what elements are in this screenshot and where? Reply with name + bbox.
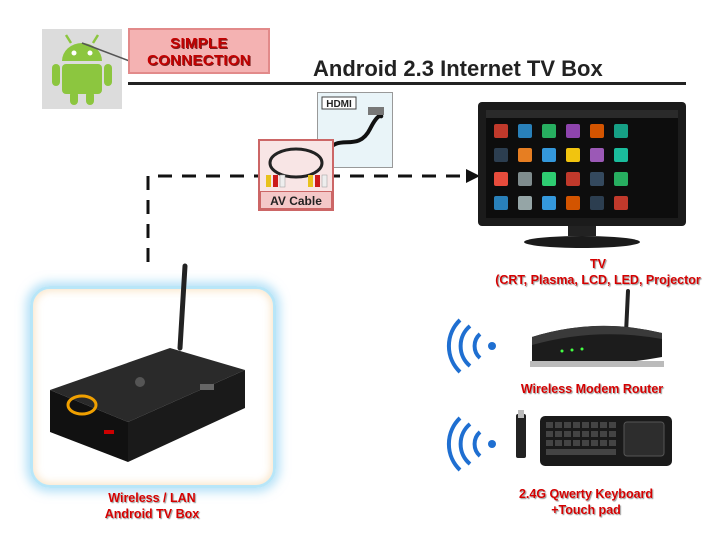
logo-connector (81, 42, 133, 63)
tv-label-line2: (CRT, Plasma, LCD, LED, Projector (495, 273, 701, 287)
tv-label: TV (CRT, Plasma, LCD, LED, Projector (478, 256, 718, 288)
hdmi-logo-text: HDMI (326, 99, 352, 110)
keyboard-label: 2.4G Qwerty Keyboard +Touch pad (496, 486, 676, 518)
tv (478, 102, 686, 250)
badge-line1: SIMPLE (170, 35, 228, 52)
tv-icon (478, 102, 686, 248)
wifi-signal-icon (446, 318, 496, 374)
keyboard-wifi-signal (446, 416, 502, 472)
router-icon (530, 289, 664, 367)
keyboard-icon (516, 410, 672, 466)
android-robot-icon (52, 34, 112, 105)
router-wifi-signal (446, 318, 502, 374)
tv-box-label: Wireless / LAN Android TV Box (92, 490, 212, 522)
tv-box-frame (30, 286, 276, 488)
page-title: Android 2.3 Internet TV Box (313, 56, 603, 81)
router (522, 287, 670, 379)
av-cable-label: AV Cable (260, 191, 332, 209)
av-cable-box: AV Cable (258, 139, 334, 211)
keyboard (512, 408, 677, 470)
title-rule (128, 82, 686, 85)
keyboard-label-line2: +Touch pad (551, 503, 621, 517)
tv-app-grid (494, 124, 628, 210)
keyboard-label-line1: 2.4G Qwerty Keyboard (518, 487, 654, 501)
hdmi-cable-icon: HDMI (321, 96, 384, 153)
tv-box-label-line2: Android TV Box (104, 507, 200, 521)
wifi-signal-icon (446, 416, 496, 472)
simple-connection-badge: SIMPLE CONNECTION (128, 28, 270, 74)
badge-line2: CONNECTION (147, 52, 251, 69)
android-tv-box (40, 262, 255, 467)
android-tv-box-icon (50, 263, 245, 462)
tv-box-label-line1: Wireless / LAN (108, 491, 196, 505)
router-label: Wireless Modem Router (520, 382, 664, 396)
av-cable-icon (266, 147, 328, 188)
tv-label-line1: TV (590, 257, 606, 271)
android-logo-tile (42, 29, 122, 109)
